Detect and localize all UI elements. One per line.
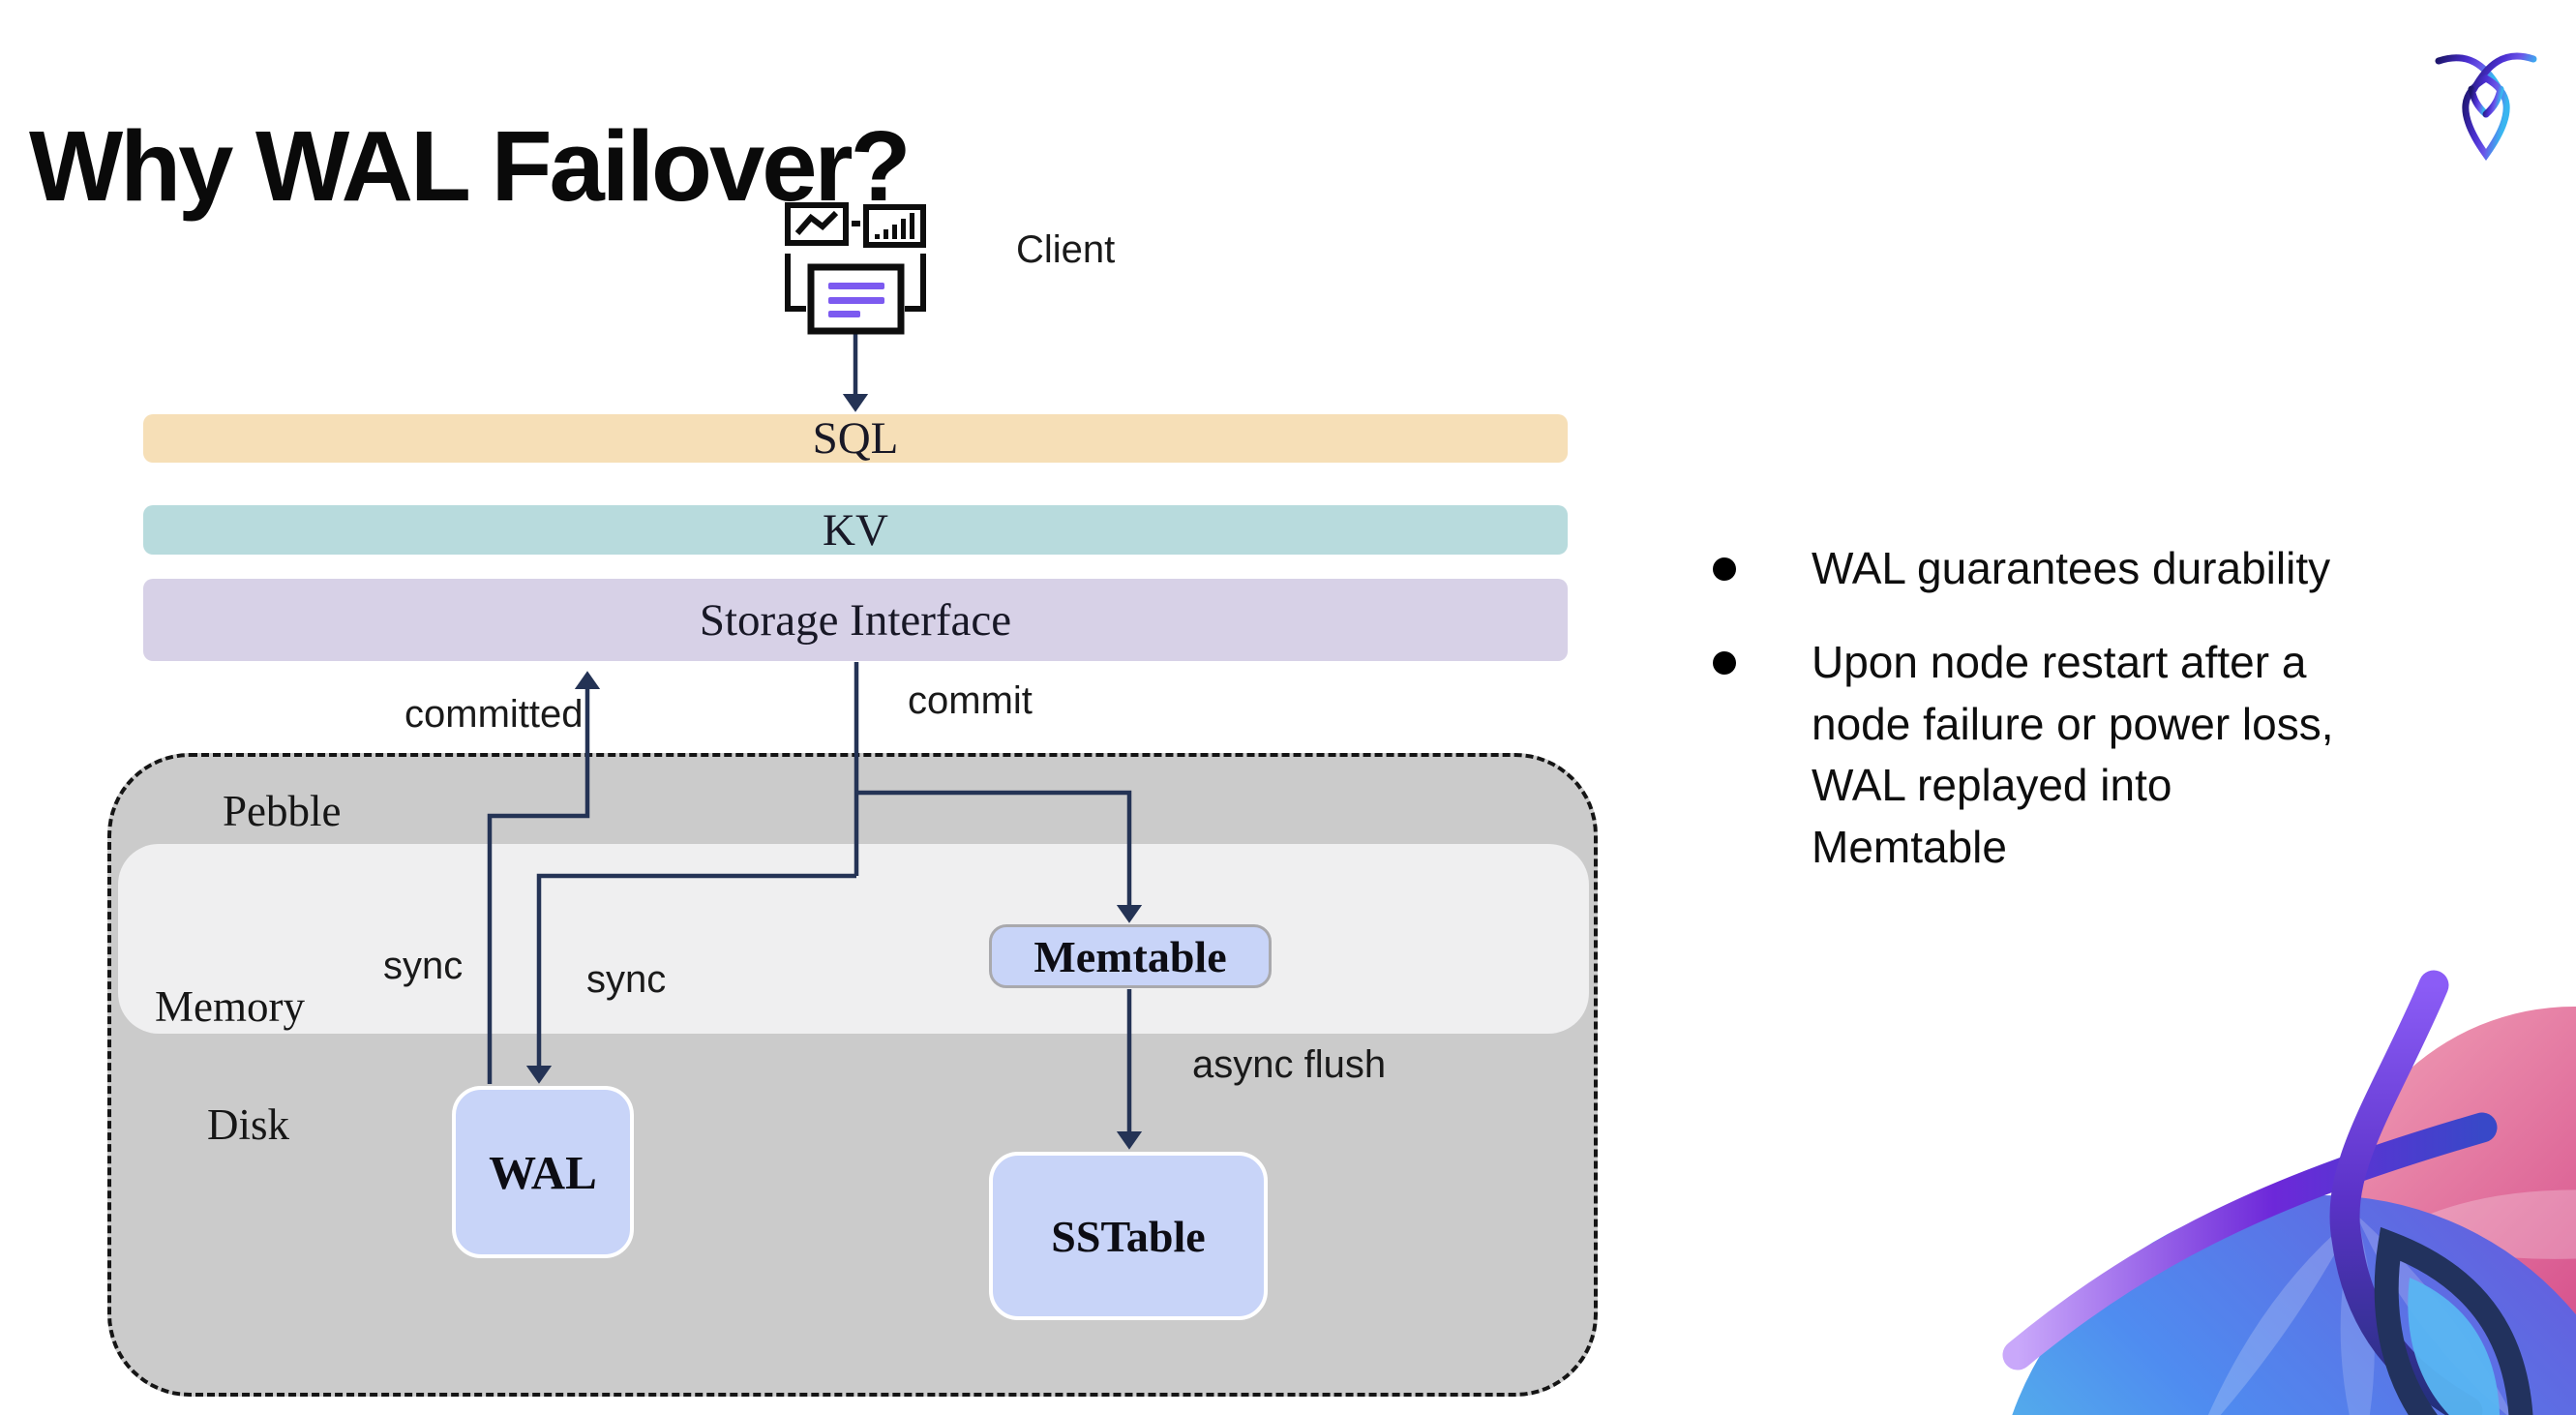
bullet-dot	[1713, 651, 1736, 676]
sstable-box: SSTable	[989, 1152, 1268, 1320]
bullet-item: WAL guarantees durability	[1699, 538, 2357, 599]
memory-label: Memory	[155, 982, 305, 1031]
antenna-band-left	[2002, 1112, 2498, 1370]
arrow-sync-to-wal	[525, 873, 856, 1084]
body-band	[2374, 1226, 2533, 1415]
label-async-flush: async flush	[1192, 1043, 1387, 1086]
disk-label: Disk	[207, 1100, 290, 1149]
label-commit: commit	[908, 679, 1033, 722]
branch-left	[2468, 85, 2490, 118]
bullet-text: Upon node restart after a node failure o…	[1812, 637, 2334, 872]
arrow-committed	[487, 671, 601, 1084]
memtable-box: Memtable	[989, 924, 1272, 988]
wal-box: WAL	[452, 1086, 634, 1258]
bullet-dot	[1713, 557, 1736, 581]
label-sync-memtable: sync	[586, 958, 667, 1001]
kv-layer: KV	[143, 505, 1568, 556]
branch-right	[2482, 85, 2504, 118]
page-title: Why WAL Failover?	[29, 110, 912, 222]
label-committed: committed	[404, 693, 584, 736]
antenna-right	[2470, 52, 2537, 94]
storage-interface-layer: Storage Interface	[143, 579, 1568, 661]
arrow-commit-to-memtable	[856, 790, 1143, 923]
client-workstation-icon	[785, 202, 926, 335]
document-icon	[807, 263, 905, 335]
brand-art-shapes	[2002, 970, 2576, 1415]
dash-connector	[852, 221, 860, 226]
blue-petal-1	[2207, 1215, 2356, 1415]
pebble-label: Pebble	[223, 787, 342, 835]
client-label: Client	[1016, 228, 1116, 271]
bullet-text: WAL guarantees durability	[1812, 543, 2331, 593]
cockroachdb-logo-icon	[2435, 52, 2537, 162]
line-chart-icon	[785, 202, 849, 246]
body-leaf	[2408, 1278, 2501, 1415]
cockroachdb-brand-art	[2002, 970, 2576, 1415]
label-sync-wal: sync	[383, 945, 464, 987]
bullet-item: Upon node restart after a node failure o…	[1699, 632, 2357, 878]
sql-layer: SQL	[143, 413, 1568, 464]
desk-bracket	[785, 254, 926, 312]
bar-chart-icon	[863, 204, 926, 248]
bullet-list: WAL guarantees durability Upon node rest…	[1699, 538, 2357, 911]
